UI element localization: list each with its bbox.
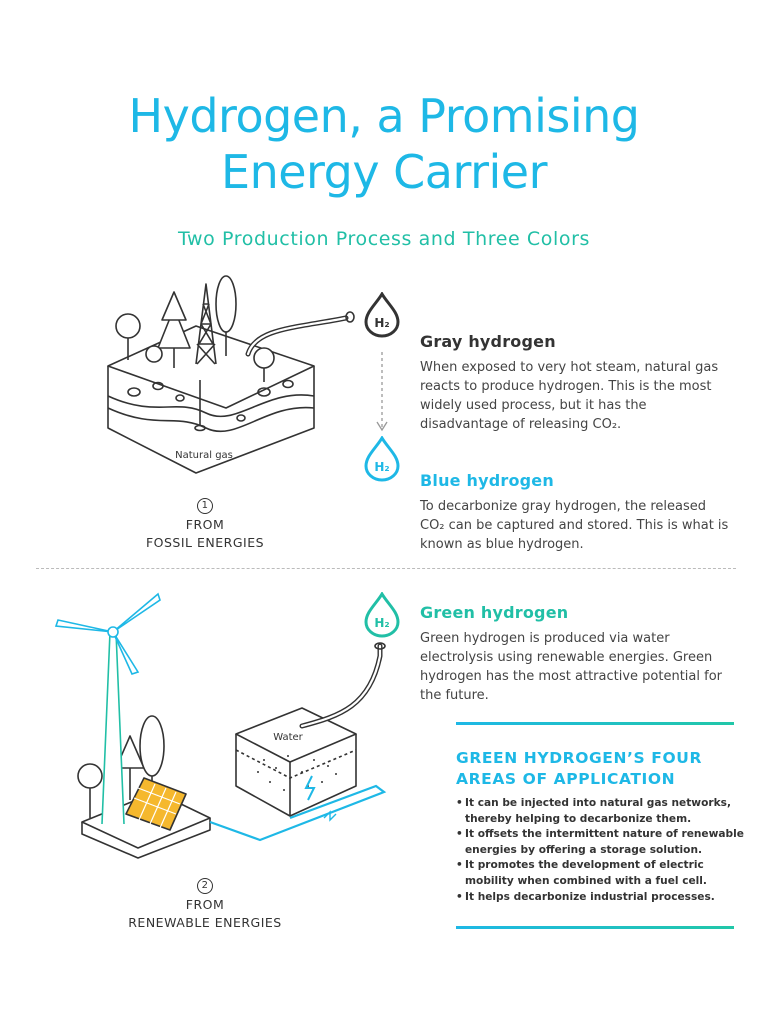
gray-hydrogen-title: Gray hydrogen	[420, 332, 556, 351]
section-divider	[36, 568, 736, 569]
fossil-caption-line-1: FROM	[185, 517, 225, 532]
list-item: It helps decarbonize industrial processe…	[456, 890, 746, 906]
list-item: It can be injected into natural gas netw…	[456, 796, 746, 827]
green-hydrogen-text: Green hydrogen is produced via water ele…	[420, 631, 723, 703]
cable-lightning-icon	[323, 810, 337, 822]
title-line-2: Energy Carrier	[221, 145, 547, 199]
applications-top-rule	[456, 722, 734, 725]
fossil-energy-illustration: Natural gas	[107, 275, 355, 474]
applications-title-line-1: GREEN HYDROGEN’S FOUR	[456, 749, 702, 767]
title-line-1: Hydrogen, a Promising	[128, 89, 640, 143]
applications-bottom-rule	[456, 926, 734, 929]
blue-hydrogen-drop-icon: H₂	[364, 436, 400, 482]
step-number-1: 1	[197, 498, 213, 514]
page-title: Hydrogen, a Promising Energy Carrier	[0, 88, 768, 200]
power-cable	[209, 784, 387, 842]
down-arrow-icon	[376, 352, 388, 432]
turbine-blades	[54, 592, 161, 675]
page-subtitle: Two Production Process and Three Colors	[177, 228, 591, 250]
water-label: Water	[273, 732, 303, 743]
gray-hydrogen-drop-icon: H₂	[364, 292, 400, 338]
renewable-caption-line-2: RENEWABLE ENERGIES	[128, 915, 282, 930]
lightning-icon	[304, 775, 316, 801]
step-number-2: 2	[197, 878, 213, 894]
renewable-energy-illustration: Water	[54, 592, 387, 859]
blue-h2-label: H₂	[374, 460, 389, 474]
blue-hydrogen-title: Blue hydrogen	[420, 471, 554, 490]
natural-gas-label: Natural gas	[175, 450, 233, 461]
list-item: It offsets the intermittent nature of re…	[456, 827, 746, 858]
renewable-caption-line-1: FROM	[185, 897, 225, 912]
renewable-caption: 2 FROM RENEWABLE ENERGIES	[110, 878, 300, 932]
gray-h2-label: H₂	[374, 316, 389, 330]
fossil-caption-line-2: FOSSIL ENERGIES	[145, 535, 265, 550]
fossil-caption: 1 FROM FOSSIL ENERGIES	[130, 498, 280, 552]
green-hydrogen-drop-icon: H₂	[364, 592, 400, 638]
blue-hydrogen-text: To decarbonize gray hydrogen, the releas…	[420, 499, 729, 552]
applications-title-line-2: AREAS OF APPLICATION	[456, 770, 676, 788]
green-h2-label: H₂	[374, 616, 389, 630]
applications-title: GREEN HYDROGEN’S FOUR AREAS OF APPLICATI…	[456, 748, 756, 790]
gray-hydrogen-text: When exposed to very hot steam, natural …	[420, 360, 719, 432]
list-item: It promotes the development of electric …	[456, 858, 746, 889]
green-hydrogen-title: Green hydrogen	[420, 603, 569, 622]
applications-list: It can be injected into natural gas netw…	[456, 796, 746, 905]
